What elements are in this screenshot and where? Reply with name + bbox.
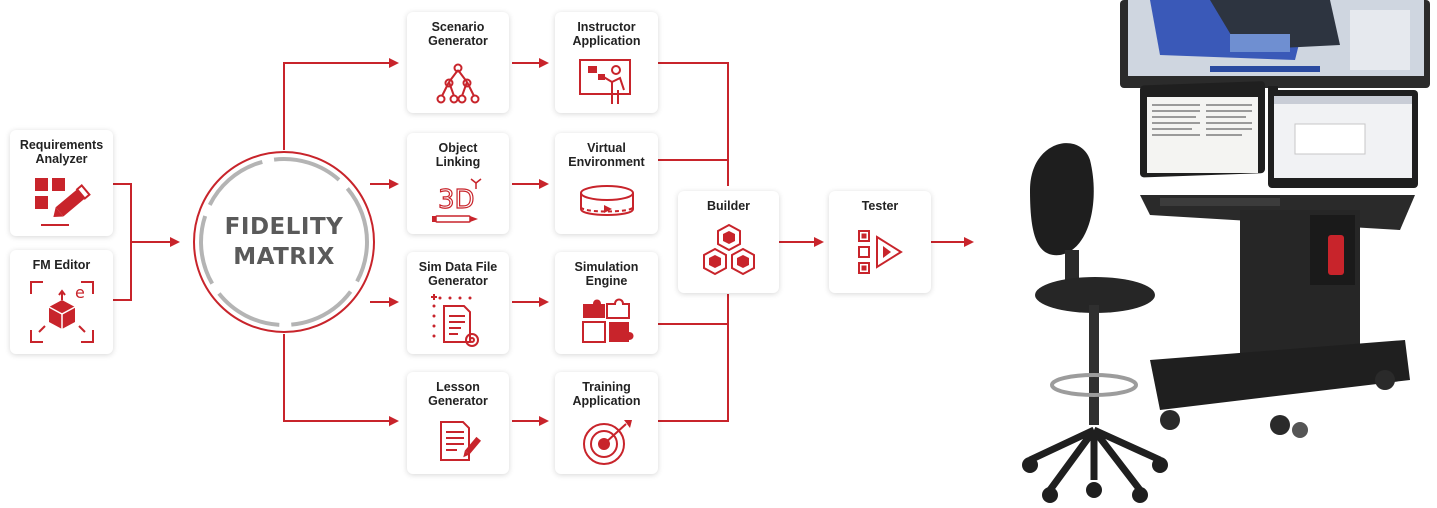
checklist-play-icon	[858, 230, 903, 274]
fidelity-matrix-line2: MATRIX	[233, 244, 335, 270]
sim-data-file-generator-label: Sim Data File Generator	[418, 260, 498, 288]
instructor-application-card: Instructor Application	[555, 12, 658, 113]
3d-cube-edit-icon: e	[29, 281, 94, 343]
sim-data-file-generator-card: Sim Data File Generator	[407, 252, 509, 354]
builder-label: Builder	[706, 199, 751, 213]
fm-editor-label: FM Editor	[32, 258, 91, 272]
scenario-generator-label: Scenario Generator	[428, 20, 488, 48]
marker-checklist-icon	[34, 178, 91, 226]
requirements-analyzer-card: Requirements Analyzer	[10, 130, 113, 236]
virtual-environment-label: Virtual Environment	[568, 141, 645, 169]
training-application-label: Training Application	[572, 380, 641, 408]
simulator-workstation-illustration	[1022, 0, 1430, 503]
requirements-analyzer-label: Requirements Analyzer	[19, 138, 104, 166]
fidelity-matrix-title: FIDELITY MATRIX	[196, 212, 372, 272]
tester-label: Tester	[861, 199, 899, 213]
simulation-engine-card: Simulation Engine	[555, 252, 658, 354]
document-gear-icon	[431, 294, 479, 347]
fidelity-matrix-circle	[193, 151, 375, 333]
lesson-generator-card: Lesson Generator	[407, 372, 509, 474]
training-application-card: Training Application	[555, 372, 658, 474]
virtual-environment-card: Virtual Environment	[555, 133, 658, 234]
object-linking-label: Object Linking	[435, 141, 481, 169]
tree-network-icon	[436, 63, 480, 104]
3d-text-icon: 3D	[432, 178, 482, 223]
simulation-engine-label: Simulation Engine	[574, 260, 639, 288]
scenario-generator-card: Scenario Generator	[407, 12, 509, 113]
cubes-icon	[702, 223, 755, 276]
object-linking-card: Object Linking 3D	[407, 133, 509, 234]
lesson-generator-label: Lesson Generator	[428, 380, 488, 408]
document-pen-icon	[440, 421, 482, 461]
puzzle-icon	[581, 298, 633, 343]
target-dart-icon	[582, 420, 632, 465]
fidelity-matrix-line1: FIDELITY	[224, 214, 344, 240]
fm-editor-card: FM Editor e	[10, 250, 113, 354]
builder-card: Builder	[678, 191, 779, 293]
instructor-application-label: Instructor Application	[572, 20, 641, 48]
360-view-icon	[579, 185, 634, 216]
svg-text:3D: 3D	[438, 185, 475, 215]
tester-card: Tester	[829, 191, 931, 293]
instructor-board-icon	[578, 59, 631, 104]
svg-text:e: e	[75, 283, 85, 302]
